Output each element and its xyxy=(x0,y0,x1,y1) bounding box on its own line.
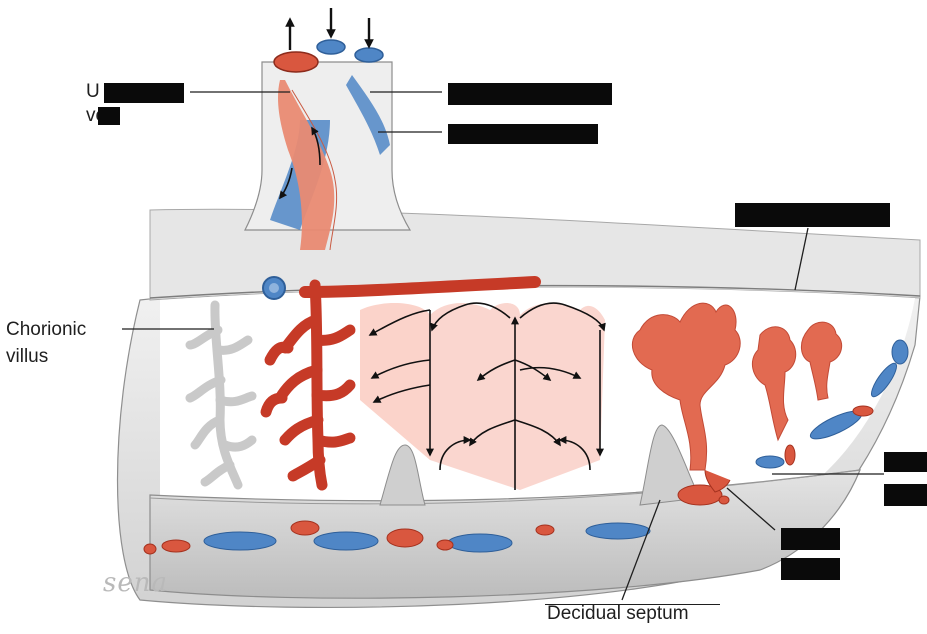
decidual-septum-label: Decidual septum xyxy=(547,602,689,625)
redacted-label-maternal-vein-2 xyxy=(884,484,927,506)
chorionic-villus-label-line2: villus xyxy=(6,345,48,368)
redacted-label-spiral-artery xyxy=(781,528,840,550)
redacted-label-maternal-vein xyxy=(884,452,927,472)
decidual-septum-underline xyxy=(545,604,720,605)
artist-signature: sena xyxy=(103,568,168,598)
umbilical-artery-opening-left xyxy=(317,40,345,54)
umbilical-cord xyxy=(245,62,410,250)
redacted-label-umbilical-vein-2 xyxy=(98,107,120,125)
umbilical-vein-label: U xyxy=(86,80,100,103)
redacted-label-umbilical-artery xyxy=(448,83,612,105)
redacted-label-spiral-artery-2 xyxy=(781,558,840,580)
redacted-label-chorionic-plate xyxy=(735,203,890,227)
umbilical-vein-opening xyxy=(274,52,318,72)
redacted-label-umbilical-vein xyxy=(104,83,184,103)
redacted-label-amnion xyxy=(448,124,598,144)
umbilical-artery-opening-right xyxy=(355,48,383,62)
chorionic-villus-label: Chorionic xyxy=(6,318,86,341)
